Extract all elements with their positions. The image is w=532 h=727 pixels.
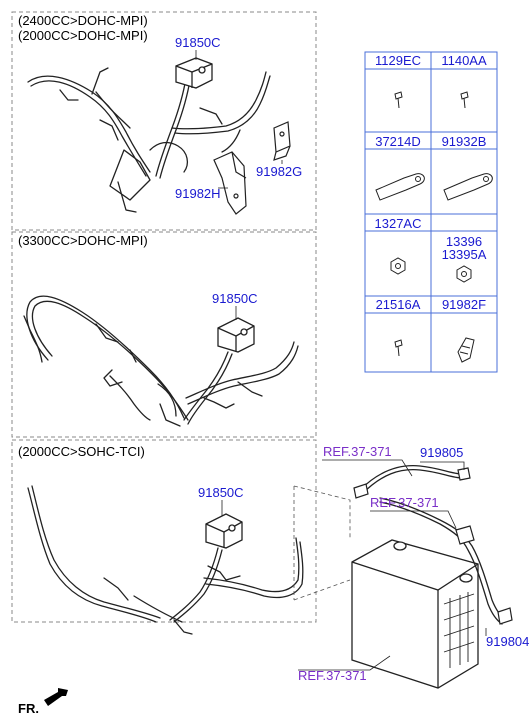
ref-37-371-middle[interactable]: REF.37-371 — [370, 495, 439, 510]
harness-drawing-2 — [23, 295, 299, 427]
legend-code-37214d[interactable]: 37214D — [375, 134, 421, 149]
bolt-icon-1140aa — [460, 91, 469, 109]
nut-icon-1327ac — [390, 257, 406, 275]
legend-code-1140aa[interactable]: 1140AA — [441, 53, 487, 68]
terminal-block-91850c-1 — [175, 57, 213, 89]
terminal-block-91850c-3 — [205, 513, 243, 549]
section-1-variant-2: (2000CC>DOHC-MPI) — [18, 28, 148, 43]
label-91850c-3[interactable]: 91850C — [198, 485, 244, 500]
clip-icon-91982f — [457, 337, 475, 363]
bolt-icon-21516a — [394, 339, 403, 357]
legend-code-1129ec[interactable]: 1129EC — [375, 53, 421, 68]
section-frame-1 — [11, 11, 317, 231]
section-1-variant-1: (2400CC>DOHC-MPI) — [18, 13, 148, 28]
terminal-block-91850c-2 — [217, 317, 255, 353]
terminal-lug-icon-37214d — [375, 173, 425, 201]
label-91850c-1[interactable]: 91850C — [175, 35, 221, 50]
front-marker: FR. — [18, 701, 39, 716]
legend-code-91982f[interactable]: 91982F — [442, 297, 486, 312]
reference-leaders — [298, 459, 487, 671]
legend-code-21516a[interactable]: 21516A — [376, 297, 421, 312]
battery-clamps — [353, 467, 513, 625]
front-arrow-icon — [44, 688, 68, 706]
bracket-91982g — [273, 121, 291, 161]
label-919804[interactable]: 919804 — [486, 634, 529, 649]
bracket-91982h — [213, 151, 247, 215]
section-3-variant-1: (2000CC>SOHC-TCI) — [18, 444, 145, 459]
ref-37-371-top[interactable]: REF.37-371 — [323, 444, 392, 459]
leader-lines-1 — [195, 50, 283, 189]
ref-37-371-bottom[interactable]: REF.37-371 — [298, 668, 367, 683]
section-frames — [11, 11, 317, 623]
harness-drawing-3 — [27, 485, 304, 635]
label-91850c-2[interactable]: 91850C — [212, 291, 258, 306]
section-frame-3 — [11, 439, 317, 623]
battery — [351, 539, 479, 689]
battery-cables — [359, 464, 507, 625]
legend-code-91932b[interactable]: 91932B — [442, 134, 487, 149]
section-frame-2 — [11, 231, 317, 438]
bolt-icon-1129ec — [394, 91, 403, 109]
section-2-variant-1: (3300CC>DOHC-MPI) — [18, 233, 148, 248]
legend-code-1327ac[interactable]: 1327AC — [375, 216, 422, 231]
label-91982h[interactable]: 91982H — [175, 186, 221, 201]
terminal-lug-icon-91932b — [443, 173, 493, 201]
harness-drawing-1 — [27, 67, 271, 213]
legend-table — [364, 51, 498, 373]
label-919805[interactable]: 919805 — [420, 445, 463, 460]
projection-lines — [293, 485, 351, 601]
legend-codes: 1129EC 1140AA 37214D 91932B 1327AC 13396… — [375, 53, 487, 312]
label-91982g[interactable]: 91982G — [256, 164, 302, 179]
legend-code-13396[interactable]: 13396 — [446, 234, 482, 249]
legend-code-13395a[interactable]: 13395A — [442, 247, 487, 262]
nut-icon-13396 — [456, 265, 472, 283]
